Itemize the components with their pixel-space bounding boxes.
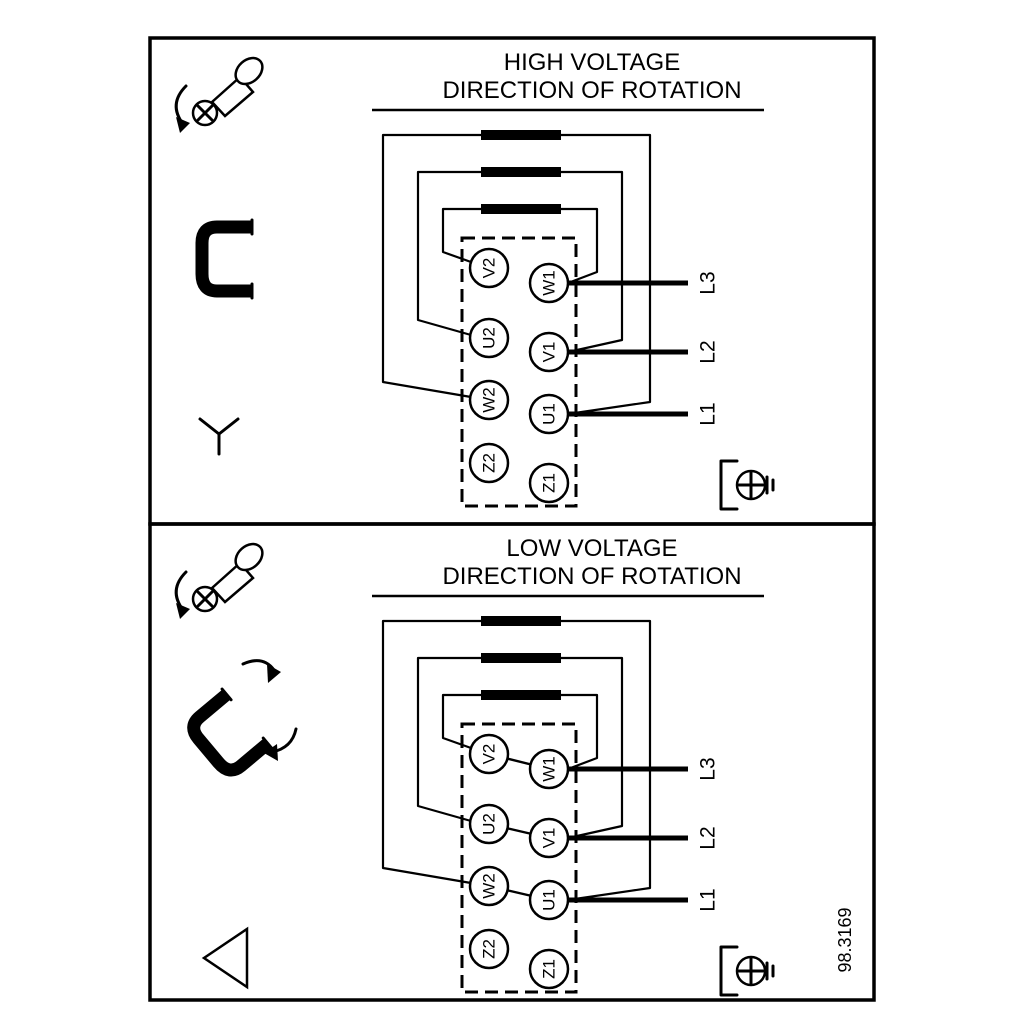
terminal-u1-low xyxy=(528,879,570,921)
terminal-label-z1-high: Z1 xyxy=(540,473,559,493)
panel-high-voltage: HIGH VOLTAGE DIRECTION OF ROTATION L3 L2… xyxy=(148,36,876,526)
jumper-bar-high-2 xyxy=(481,167,561,177)
terminal-label-z2-high: Z2 xyxy=(480,453,499,473)
line-label-l3-low: L3 xyxy=(697,757,720,780)
jumper-bar-high-3 xyxy=(481,204,561,214)
terminal-label-w2-low: W2 xyxy=(480,873,499,899)
screw-rotation-icon-low xyxy=(174,542,264,619)
jumper-bar-low-3 xyxy=(481,690,561,700)
line-label-l2-low: L2 xyxy=(697,826,720,849)
line-label-l1-high: L1 xyxy=(697,402,720,425)
terminal-u2-high xyxy=(468,317,510,359)
terminal-u2-low xyxy=(468,803,510,845)
terminal-label-v1-low: V1 xyxy=(540,828,559,849)
figure-number: 98.3169 xyxy=(835,907,855,972)
terminal-v2-low xyxy=(468,733,510,775)
ground-screw-icon-high xyxy=(719,459,775,511)
jumper-bar-low-2 xyxy=(481,653,561,663)
terminal-label-w1-high: W1 xyxy=(540,270,559,296)
panel-subtitle-low: DIRECTION OF ROTATION xyxy=(442,563,741,590)
terminal-label-u1-low: U1 xyxy=(540,889,559,911)
terminal-label-u1-high: U1 xyxy=(540,403,559,425)
terminal-label-u2-low: U2 xyxy=(480,813,499,835)
terminal-label-w2-high: W2 xyxy=(480,387,499,413)
line-label-l1-low: L1 xyxy=(697,888,720,911)
terminal-w2-low xyxy=(468,865,510,907)
panel-border-low xyxy=(148,522,876,1002)
terminal-v2-high xyxy=(468,247,510,289)
terminal-label-z1-low: Z1 xyxy=(540,959,559,979)
terminal-z2-low xyxy=(468,928,510,970)
terminal-w2-high xyxy=(468,379,510,421)
terminal-label-v1-high: V1 xyxy=(540,342,559,363)
line-label-l3-high: L3 xyxy=(697,271,720,294)
panel-title-high: HIGH VOLTAGE xyxy=(504,49,680,76)
terminal-v1-high xyxy=(528,331,570,373)
ground-screw-icon-low xyxy=(719,945,775,997)
jumper-removal-icon xyxy=(187,659,298,777)
terminal-label-w1-low: W1 xyxy=(540,756,559,782)
terminal-label-u2-high: U2 xyxy=(480,327,499,349)
delta-icon xyxy=(201,926,249,990)
panel-low-voltage: LOW VOLTAGE DIRECTION OF ROTATION L3 L2 … xyxy=(148,522,876,1002)
terminal-label-v2-low: V2 xyxy=(480,744,499,765)
panel-subtitle-high: DIRECTION OF ROTATION xyxy=(442,77,741,104)
terminal-w1-high xyxy=(528,262,570,304)
terminal-w1-low xyxy=(528,748,570,790)
terminal-z1-high xyxy=(528,462,570,504)
terminal-label-z2-low: Z2 xyxy=(480,939,499,959)
terminal-label-v2-high: V2 xyxy=(480,258,499,279)
panel-title-low: LOW VOLTAGE xyxy=(506,535,677,562)
line-label-l2-high: L2 xyxy=(697,340,720,363)
screw-rotation-icon xyxy=(174,56,264,133)
star-icon xyxy=(198,417,240,456)
jumper-bar-low-1 xyxy=(481,616,561,626)
terminal-z1-low xyxy=(528,948,570,990)
jumper-bar-high-1 xyxy=(481,130,561,140)
terminal-u1-high xyxy=(528,393,570,435)
jumper-link-icon xyxy=(195,218,254,300)
terminal-z2-high xyxy=(468,442,510,484)
terminal-v1-low xyxy=(528,817,570,859)
